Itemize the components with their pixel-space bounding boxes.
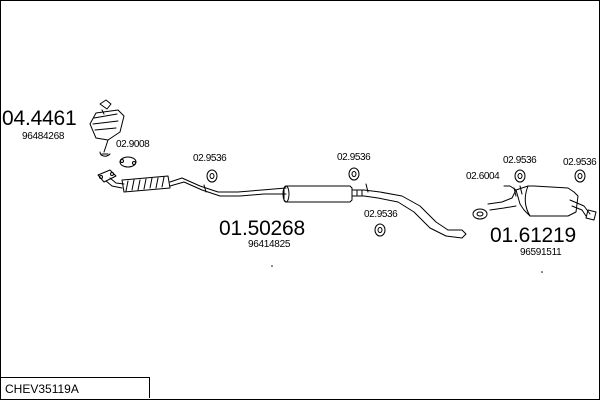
middle-silencer bbox=[282, 185, 467, 239]
rubber-mount-3 bbox=[374, 223, 386, 237]
clamp-ref-label: 02.6004 bbox=[466, 171, 500, 182]
rubber-mount-ref-label-5: 02.9536 bbox=[563, 157, 597, 168]
gasket-part bbox=[119, 156, 137, 168]
gasket-ref-label: 02.9008 bbox=[116, 139, 150, 150]
rear-silencer-part-number: 01.61219 bbox=[490, 224, 576, 247]
rubber-mount-ref-label-2: 02.9536 bbox=[337, 152, 371, 163]
catalyst-oem-number: 96484268 bbox=[22, 131, 65, 142]
rubber-mount-ref-label-3: 02.9536 bbox=[364, 209, 398, 220]
rubber-mount-4 bbox=[514, 169, 526, 183]
drawing-code-box: CHEV35119A bbox=[0, 377, 150, 398]
rear-silencer bbox=[487, 185, 597, 221]
catalytic-converter bbox=[89, 99, 125, 157]
front-flange bbox=[97, 169, 117, 183]
rubber-mount-5 bbox=[574, 169, 586, 183]
clamp-part bbox=[472, 208, 488, 220]
middle-silencer-part-number: 01.50268 bbox=[219, 217, 305, 240]
middle-silencer-oem-number: 96414825 bbox=[248, 239, 291, 250]
catalyst-part-number: 04.4461 bbox=[2, 107, 77, 130]
rubber-mount-2 bbox=[348, 167, 360, 181]
reference-dots bbox=[271, 265, 543, 273]
rubber-mount-1 bbox=[206, 169, 218, 183]
front-pipe-with-flex bbox=[105, 175, 287, 197]
rear-silencer-oem-number: 96591511 bbox=[520, 247, 562, 258]
rubber-mount-ref-label-4: 02.9536 bbox=[503, 155, 537, 166]
drawing-code: CHEV35119A bbox=[5, 382, 79, 396]
rubber-mount-ref-label-1: 02.9536 bbox=[193, 153, 227, 164]
